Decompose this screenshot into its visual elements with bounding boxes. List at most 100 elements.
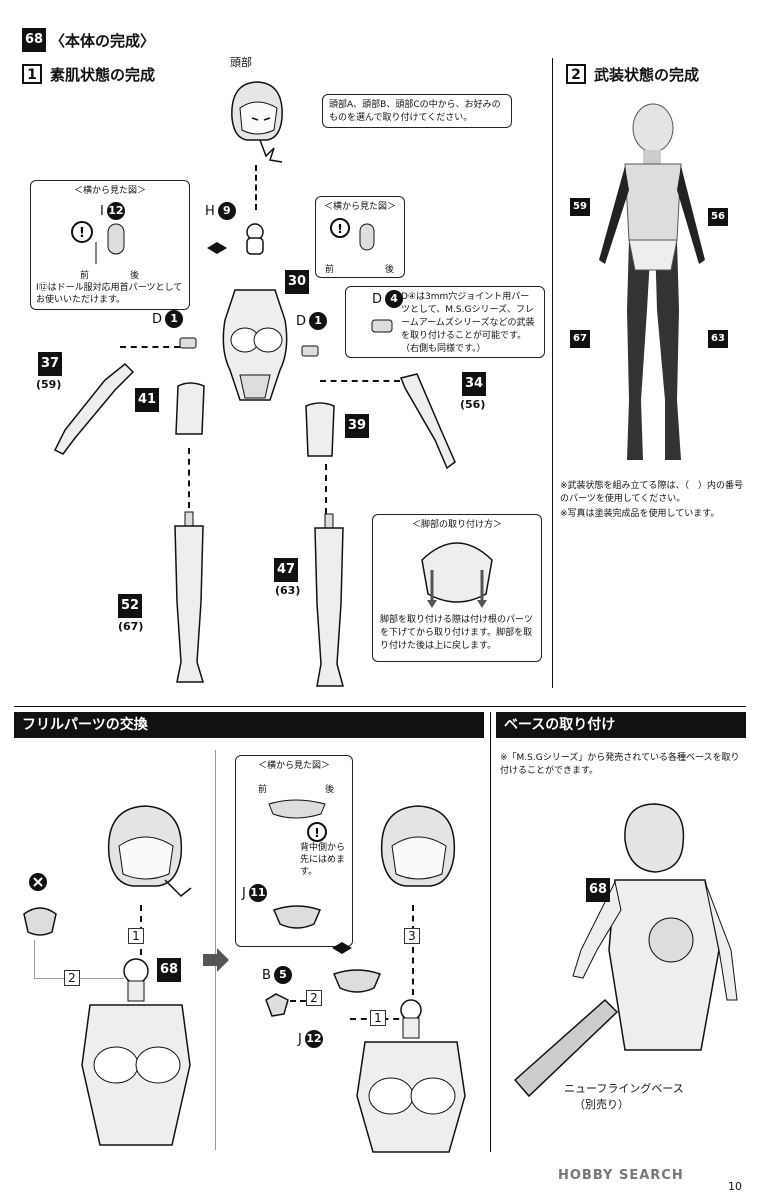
svg-text:!: !	[79, 226, 85, 241]
armed-label-67: 67	[570, 330, 590, 348]
part-34-alt-number: 56	[465, 398, 481, 411]
torso-figure	[222, 289, 288, 401]
frill-step2-line-v	[34, 940, 35, 978]
armed-label-63: 63	[708, 330, 728, 348]
frill-step2: 2	[64, 970, 80, 986]
frill-right-head-arrow	[412, 905, 414, 995]
leg-note-title: ＜脚部の取り付け方＞	[411, 520, 502, 530]
part-34-badge: 34	[462, 372, 487, 396]
left-arm-figure	[53, 362, 135, 455]
frill-right-head-figure	[380, 805, 456, 887]
left-leg-arrow	[188, 448, 190, 508]
neck-figure	[246, 223, 264, 255]
part-i12-label: I 12	[100, 202, 125, 220]
b5-part-figure	[265, 993, 289, 1017]
frill-step1: 1	[128, 928, 144, 944]
right-arm-figure	[399, 373, 456, 470]
leg-note-text: 脚部を取り付ける際は付け根のパーツを下げてから取り付けます。脚部を取り付けた後は…	[380, 615, 533, 651]
part-d1-right-label: D 1	[296, 312, 328, 330]
part-47-alt: (63)	[275, 584, 301, 597]
d1-right-figure	[301, 345, 319, 357]
old-frill-figure	[23, 907, 57, 936]
part-d1-left-letter: D	[152, 311, 163, 327]
base-part-68-badge: 68	[586, 878, 611, 902]
frill-head-figure	[107, 805, 192, 898]
frill-title-bar: フリルパーツの交換	[14, 712, 484, 738]
side-left-front: 前	[80, 271, 90, 281]
lower-divider	[14, 706, 746, 707]
part-b5-label: B 5	[262, 966, 292, 984]
side-left-back: 後	[130, 271, 140, 281]
left-arm-arrow	[120, 346, 180, 348]
part-i-number: 12	[106, 202, 125, 220]
right-leg-arrow	[325, 464, 327, 514]
frill-right-body-figure	[356, 999, 466, 1153]
frill-j11-figure	[272, 905, 322, 929]
base-title-bar: ベースの取り付け	[496, 712, 746, 738]
side-right-back: 後	[385, 265, 395, 275]
part-h-number: 9	[217, 202, 236, 220]
leg-attach-figure	[421, 542, 493, 608]
part-47-alt-number: 63	[280, 584, 296, 597]
side-right-front: 前	[325, 265, 335, 275]
part-37-alt-number: 59	[41, 378, 57, 391]
base-label: ニューフライングベース	[564, 1082, 684, 1095]
d4-part-figure	[371, 319, 393, 333]
armed-label-56: 56	[708, 208, 728, 226]
part-d1-right-number: 1	[309, 312, 328, 330]
part-d4-label-front: D 4	[372, 290, 404, 308]
frill-part-68-badge: 68	[157, 958, 182, 982]
part-52-badge: 52	[118, 594, 143, 618]
right-leg-figure	[314, 513, 344, 687]
frill-side-figure: !	[268, 799, 327, 842]
section1-title: 素肌状態の完成	[50, 66, 156, 84]
head-arrow	[255, 165, 257, 210]
frill-r-step1: 1	[370, 1010, 386, 1026]
remove-x-icon	[29, 873, 47, 891]
page-number: 10	[728, 1180, 742, 1193]
part-34-alt: (56)	[460, 398, 486, 411]
frill-side-front: 前	[258, 785, 268, 795]
hip-left-figure	[175, 382, 205, 435]
part-41-badge: 41	[135, 388, 160, 412]
d1-left-figure	[179, 337, 197, 349]
part-i-letter: I	[100, 203, 104, 219]
armed-figure-photo	[599, 103, 705, 460]
section-divider	[552, 58, 553, 688]
part-h-letter: H	[205, 203, 215, 219]
section1-number: 1	[22, 64, 42, 84]
armed-note-1: ※武装状態を組み立てる際は、（ ）内の番号のパーツを使用してください。	[560, 481, 744, 504]
part-52-alt: (67)	[118, 620, 144, 633]
part-d1-left-label: D 1	[152, 310, 184, 328]
part-j11-label: J 11	[242, 884, 267, 902]
side-view-right-title: ＜横から見た図＞	[323, 202, 396, 212]
base-figure	[513, 803, 738, 1098]
section2-number: 2	[566, 64, 586, 84]
part-d4-letter-front: D	[372, 291, 383, 307]
part-52-alt-number: 67	[123, 620, 139, 633]
frill-side-back: 後	[325, 785, 335, 795]
base-note: ※「M.S.Gシリーズ」から発売されている各種ベースを取り付けることができます。	[500, 753, 740, 776]
part-j11-letter: J	[242, 885, 246, 901]
side-view-right-figure: !	[330, 218, 375, 251]
lower-section-divider	[490, 712, 491, 1152]
part-j12-letter: J	[298, 1031, 302, 1047]
part-47-badge: 47	[274, 558, 299, 582]
svg-text:!: !	[337, 222, 342, 236]
zoom-diamond-frill-icon	[332, 942, 352, 954]
part-d1-left-number: 1	[165, 310, 184, 328]
frill-side-text: 背中側から先にはめます。	[300, 843, 346, 877]
part-h9-label: H 9	[205, 202, 236, 220]
part-d1-right-letter: D	[296, 313, 307, 329]
left-leg-figure	[174, 511, 205, 683]
head-figure	[231, 81, 283, 163]
side-view-left-figure: !	[71, 221, 125, 264]
base-sub-label: （別売り）	[574, 1098, 629, 1111]
frill-r-step2-line	[290, 1000, 306, 1002]
part-j12-label: J 12	[298, 1030, 323, 1048]
part-j12-number: 12	[304, 1030, 323, 1048]
side-left-note: I⑫はドール服対応用首パーツとしてお使いいただけます。	[36, 283, 183, 305]
section2-title: 武装状態の完成	[594, 66, 700, 84]
part-39-badge: 39	[345, 414, 370, 438]
hip-right-figure	[305, 402, 335, 457]
